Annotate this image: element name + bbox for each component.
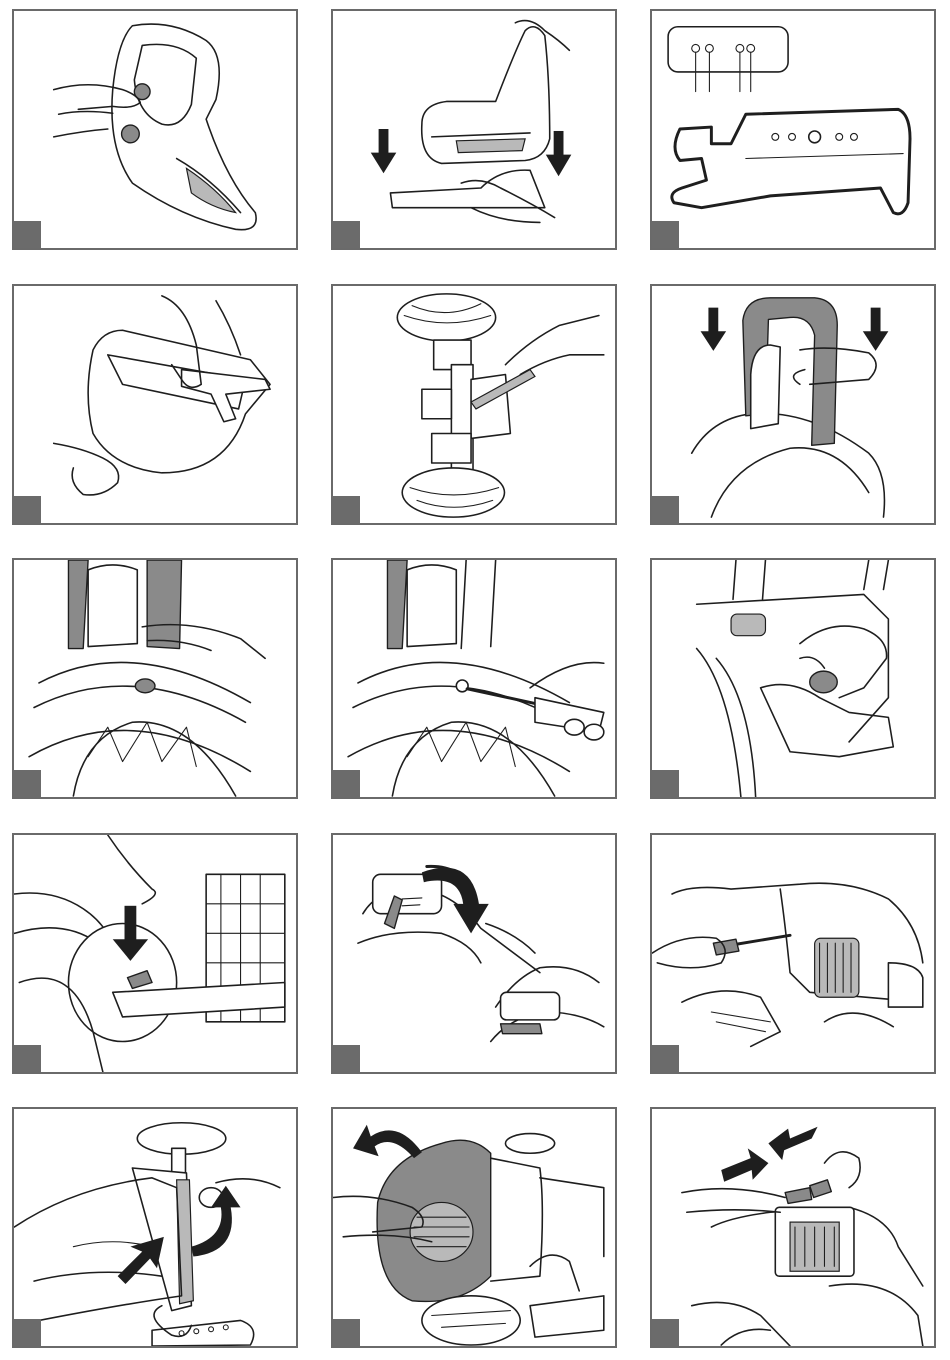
lever-rotate-illustration	[333, 835, 615, 1072]
down-arrow-icon	[371, 129, 397, 173]
step-badge	[333, 770, 360, 797]
bracket-under-seat-illustration	[14, 286, 296, 523]
down-arrow-icon	[863, 308, 889, 351]
down-arrow-icon	[701, 308, 727, 351]
cap-fit-illustration	[652, 560, 934, 797]
curved-arrow-icon	[353, 1125, 422, 1158]
step-badge	[652, 770, 679, 797]
panel-step-3	[650, 9, 936, 250]
seat-bracket-illustration	[333, 11, 615, 248]
step-badge	[14, 496, 41, 523]
step-badge	[333, 221, 360, 248]
panel-step-12	[650, 833, 936, 1074]
step-badge	[333, 1045, 360, 1072]
battery-connect-illustration	[652, 1109, 934, 1346]
step-badge	[14, 770, 41, 797]
panel-step-15	[650, 1107, 936, 1348]
axle-wrench-illustration	[333, 286, 615, 523]
step-badge	[333, 1319, 360, 1346]
panel-step-14	[331, 1107, 617, 1348]
step-badge	[14, 1319, 41, 1346]
fender-screw-illustration	[333, 560, 615, 797]
diagonal-arrow-icon	[118, 1237, 164, 1284]
bracket-holes-illustration	[652, 11, 934, 248]
panel-step-13	[12, 1107, 298, 1348]
panel-step-5	[331, 284, 617, 525]
step-badge	[333, 496, 360, 523]
step-badge	[652, 1045, 679, 1072]
panel-step-2	[331, 9, 617, 250]
hood-tilt-illustration	[333, 1109, 615, 1346]
panel-step-6	[650, 284, 936, 525]
diagonal-arrow-icon	[768, 1127, 817, 1160]
panel-step-4	[12, 284, 298, 525]
step-badge	[652, 221, 679, 248]
panel-step-11	[331, 833, 617, 1074]
diagonal-arrow-icon	[721, 1148, 768, 1181]
step-badge	[14, 221, 41, 248]
hood-release-illustration	[14, 1109, 296, 1346]
fender-press-illustration	[14, 560, 296, 797]
panel-step-7	[12, 558, 298, 799]
hood-screw-illustration	[652, 835, 934, 1072]
clip-press-illustration	[14, 835, 296, 1072]
panel-step-9	[650, 558, 936, 799]
seat-knob-illustration	[14, 11, 296, 248]
step-badge	[652, 1319, 679, 1346]
panel-step-10	[12, 833, 298, 1074]
panel-step-8	[331, 558, 617, 799]
fender-insert-illustration	[652, 286, 934, 523]
panel-step-1	[12, 9, 298, 250]
step-badge	[14, 1045, 41, 1072]
step-badge	[652, 496, 679, 523]
